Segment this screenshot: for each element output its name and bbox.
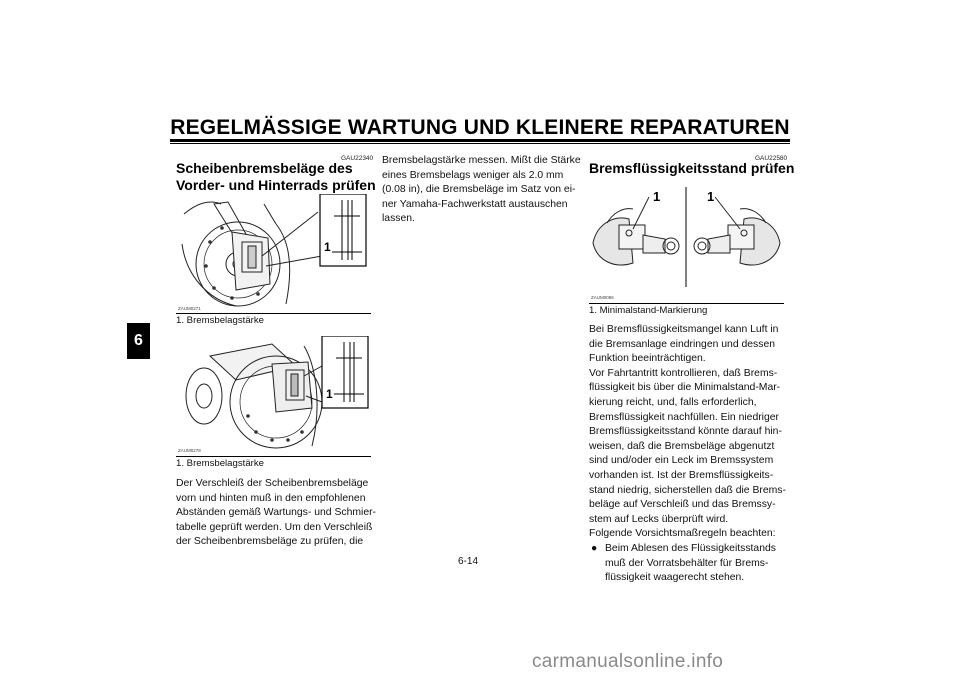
left-body-line: Der Verschleiß der Scheibenbremsbeläge — [176, 478, 369, 489]
right-body-line: Bremsflüssigkeitsstand könnte darauf hin… — [589, 426, 782, 438]
figure1-id: ZAUM0271 — [178, 306, 201, 311]
chapter-tab: 6 — [127, 323, 150, 359]
right-body-line: beläge auf Verschleiß und das Bremssy- — [589, 499, 776, 511]
left-body-line: Abständen gemäß Wartungs- und Schmier- — [176, 507, 377, 519]
figure2-rule — [176, 456, 371, 457]
right-body-line: Vor Fahrtantritt kontrollieren, daß Brem… — [589, 367, 778, 379]
figure-brake-fluid-reservoirs: 1 1 ZAUM0086 — [589, 183, 784, 301]
header-rule — [170, 139, 790, 142]
middle-body-line: ner Yamaha-Fachwerkstatt austauschen — [382, 198, 568, 210]
bullet-line: Beim Ablesen des Flüssigkeitsstands — [605, 542, 776, 554]
left-column-body: Der Verschleiß der Scheibenbremsbeläge v… — [176, 477, 376, 550]
figure3-callout-left: 1 — [653, 189, 660, 204]
figure-rear-brake: 1 ZAUM0278 — [176, 335, 371, 454]
right-body-line: weisen, daß die Bremsbeläge abgenutzt — [589, 440, 775, 452]
figure-front-brake: 1 ZAUM0271 — [176, 193, 371, 312]
right-body-line: stem auf Lecks überprüft wird. — [589, 513, 729, 525]
middle-column-body: Bremsbelagstärke messen. Mißt die Stärke… — [382, 154, 582, 227]
figure1-caption: 1. Bremsbelagstärke — [176, 315, 264, 326]
bullet-line: flüssigkeit waagerecht stehen. — [605, 572, 745, 584]
middle-body-line: eines Bremsbelags weniger als 2.0 mm — [382, 169, 564, 181]
right-column-body: Bei Bremsflüssigkeitsmangel kann Luft in… — [589, 323, 794, 586]
bullet-text: Beim Ablesen des Flüssigkeitsstands muß … — [605, 542, 776, 586]
figure3-callout-right: 1 — [707, 189, 714, 204]
figure2-caption: 1. Bremsbelagstärke — [176, 458, 264, 469]
page-number: 6-14 — [458, 556, 479, 567]
bullet-dot-icon: ● — [591, 542, 598, 554]
right-body-line: flüssigkeit bis über die Minimalstand-Ma… — [589, 382, 781, 394]
figure1-callout-label: 1 — [324, 240, 331, 254]
rear-brake-illustration: 1 ZAUM0278 — [178, 335, 369, 453]
front-brake-illustration: 1 ZAUM0271 — [178, 193, 367, 311]
right-body-line: kierung reicht, und, falls erforderlich, — [589, 396, 757, 408]
middle-body-line: lassen. — [382, 213, 415, 225]
figure3-caption: 1. Minimalstand-Markierung — [589, 305, 708, 316]
right-body-line: Bremsflüssigkeit nachfüllen. Ein niedrig… — [589, 411, 780, 423]
middle-body-line: (0.08 in), die Bremsbeläge im Satz von e… — [382, 184, 576, 196]
figure3-rule — [589, 303, 784, 304]
bullet-line: muß der Vorratsbehälter für Brems- — [605, 557, 769, 569]
figure2-callout-label: 1 — [326, 387, 333, 401]
figure2-id: ZAUM0278 — [178, 448, 201, 453]
figure1-rule — [176, 313, 371, 314]
right-body-line: stand niedrig, sicherstellen daß die Bre… — [589, 484, 786, 496]
right-body-line: sind und/oder ein Leck im Bremssystem — [589, 455, 774, 467]
left-body-line: der Scheibenbremsbeläge zu prüfen, die — [176, 536, 364, 548]
section-code-brake-fluid: GAU22580 — [755, 155, 788, 162]
header-rule-thin — [170, 143, 790, 144]
figure3-id: ZAUM0086 — [591, 295, 614, 300]
handlebar-reservoir-illustration: 1 1 ZAUM0086 — [591, 187, 781, 300]
left-body-line: tabelle geprüft werden. Um den Verschlei… — [176, 521, 373, 533]
right-body-line: Folgende Vorsichtsmaßregeln beachten: — [589, 528, 776, 540]
heading-line-1: Scheibenbremsbeläge des — [176, 160, 353, 176]
right-body-line: vorhanden ist. Ist der Bremsflüssigkeits… — [589, 469, 774, 481]
right-body-line: Bei Bremsflüssigkeitsmangel kann Luft in — [589, 324, 779, 335]
watermark: carmanualsonline.info — [532, 651, 724, 672]
page-header-title: REGELMÄSSIGE WARTUNG UND KLEINERE REPARA… — [170, 116, 790, 139]
section-heading-brake-pads: Scheibenbremsbeläge des Vorder- und Hint… — [176, 160, 376, 194]
heading-line-2: Vorder- und Hinterrads prüfen — [176, 177, 376, 193]
section-code-brake-pads: GAU22340 — [341, 155, 374, 162]
section-heading-brake-fluid: Bremsflüssigkeitsstand prüfen — [589, 160, 795, 176]
right-body-line: die Bremsanlage eindringen und dessen — [589, 338, 776, 350]
right-body-line: Funktion beeinträchtigen. — [589, 353, 706, 365]
middle-body-line: Bremsbelagstärke messen. Mißt die Stärke — [382, 155, 581, 166]
left-body-line: vorn und hinten muß in den empfohlenen — [176, 492, 366, 504]
bullet-item: ● Beim Ablesen des Flüssigkeitsstands mu… — [589, 542, 794, 586]
